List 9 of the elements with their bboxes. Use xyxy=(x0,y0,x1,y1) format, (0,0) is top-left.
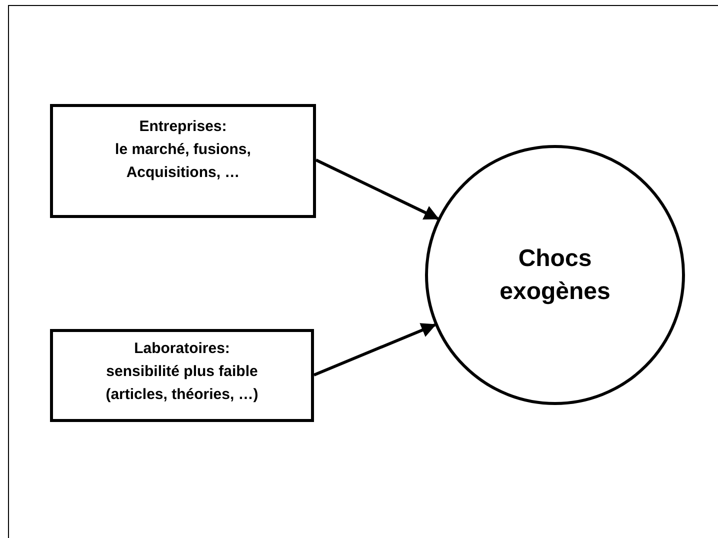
arrow xyxy=(313,323,436,376)
text-box xyxy=(50,329,314,422)
node-text: le marché, fusions, Acquisitions, … xyxy=(114,140,252,183)
node-label: Entreprises: xyxy=(139,117,227,137)
node-label: Laboratoires: xyxy=(134,339,230,359)
node-label: Chocs exogènes xyxy=(498,244,612,307)
text-box xyxy=(50,104,316,218)
node-text: sensibilité plus faible (articles, théories, …) xyxy=(104,362,260,405)
arrow xyxy=(315,158,440,220)
